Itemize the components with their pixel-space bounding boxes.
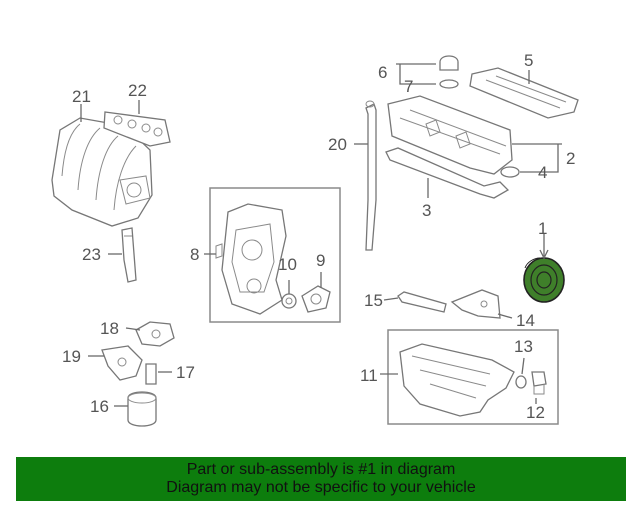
drain-bolt-part[interactable] — [531, 371, 547, 395]
bracket-23-part[interactable] — [121, 227, 137, 283]
gasket-15-part[interactable] — [397, 291, 447, 313]
leader-lines — [80, 63, 562, 407]
callout-1: 1 — [538, 219, 547, 238]
callout-10: 10 — [278, 255, 297, 274]
callout-3: 3 — [422, 201, 431, 220]
bracket-14-part[interactable] — [450, 289, 501, 319]
callout-11: 11 — [360, 366, 378, 385]
parts-diagram: 1 2 3 4 5 6 7 8 9 10 11 12 13 14 15 16 1… — [51, 51, 579, 427]
cover-5-part[interactable] — [469, 67, 579, 119]
callout-23: 23 — [82, 245, 101, 264]
callout-6: 6 — [378, 63, 387, 82]
washer-4-part[interactable] — [500, 166, 520, 178]
callout-18: 18 — [100, 319, 119, 338]
cap-6-part[interactable] — [439, 55, 459, 71]
callout-22: 22 — [128, 81, 147, 100]
washer-7-part[interactable] — [439, 79, 459, 89]
intake-gasket-part[interactable] — [103, 111, 171, 147]
dipstick-part[interactable] — [365, 100, 377, 251]
oil-pan-group-box — [387, 329, 559, 425]
banner-line-1: Part or sub-assembly is #1 in diagram — [186, 461, 456, 478]
timing-cover-group-box — [209, 187, 341, 323]
part-19[interactable] — [101, 345, 143, 381]
callout-13: 13 — [514, 337, 533, 356]
callout-2: 2 — [566, 149, 575, 168]
oil-filter-part[interactable] — [127, 391, 157, 427]
callout-17: 17 — [176, 363, 195, 382]
callout-8: 8 — [190, 245, 199, 264]
part-17[interactable] — [145, 363, 157, 385]
timing-cover-part[interactable] — [215, 203, 287, 315]
callout-5: 5 — [524, 51, 533, 70]
callout-7: 7 — [404, 77, 413, 96]
pulley-part-1[interactable] — [523, 257, 565, 303]
callout-labels: 1 2 3 4 5 6 7 8 9 10 11 12 13 14 15 16 1… — [62, 51, 575, 422]
callout-4: 4 — [538, 163, 547, 182]
callout-14: 14 — [516, 311, 535, 330]
callout-16: 16 — [90, 397, 109, 416]
info-banner: Part or sub-assembly is #1 in diagram Di… — [16, 457, 626, 501]
seal-10-part[interactable] — [281, 293, 297, 309]
intake-manifold-part[interactable] — [51, 117, 153, 227]
oil-pan-part[interactable] — [399, 343, 515, 417]
pump-9-part[interactable] — [301, 285, 331, 313]
banner-line-2: Diagram may not be specific to your vehi… — [166, 479, 476, 496]
callout-21: 21 — [72, 87, 91, 106]
callout-15: 15 — [364, 291, 383, 310]
callout-20: 20 — [328, 135, 347, 154]
part-18[interactable] — [135, 321, 175, 347]
washer-13-part[interactable] — [515, 375, 527, 389]
valve-cover-part[interactable] — [387, 95, 513, 175]
callout-12: 12 — [526, 403, 545, 422]
gasket-3-part[interactable] — [385, 147, 510, 199]
callout-19: 19 — [62, 347, 81, 366]
callout-9: 9 — [316, 251, 325, 270]
